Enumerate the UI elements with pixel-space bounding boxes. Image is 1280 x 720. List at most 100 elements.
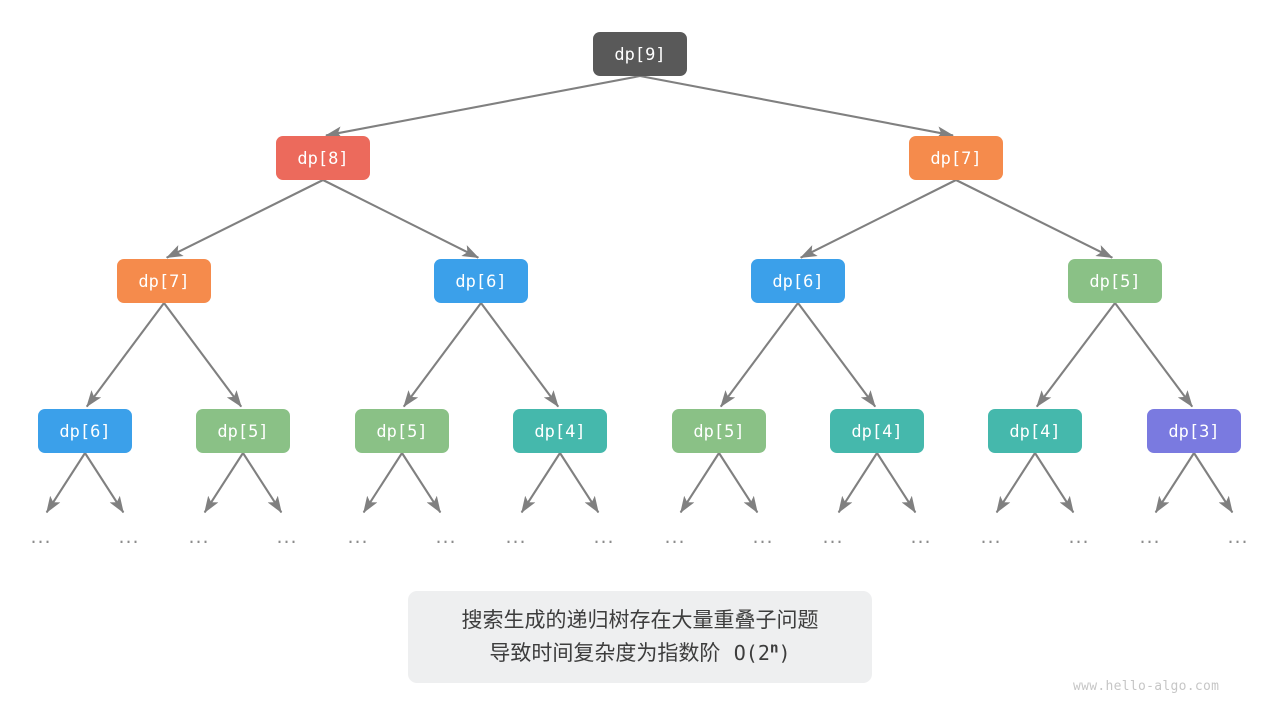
tree-edge	[85, 302, 165, 408]
node-label: dp[3]	[1168, 422, 1219, 442]
leaf-stub-edge	[84, 452, 125, 514]
node-label: dp[4]	[1009, 422, 1060, 442]
node-box	[909, 136, 1003, 180]
leaf-stub-edge	[520, 452, 561, 514]
ellipsis-marker: ...	[664, 526, 685, 548]
tree-edge	[955, 179, 1114, 259]
ellipsis-marker: ...	[1068, 526, 1089, 548]
node-box	[672, 409, 766, 453]
leaf-stub-edge	[679, 452, 720, 514]
ellipsis-marker: ...	[822, 526, 843, 548]
node-box	[830, 409, 924, 453]
complexity-notation: O(2n)	[733, 640, 791, 665]
ellipsis-marker: ...	[118, 526, 139, 548]
tree-node-dp7[interactable]: dp[7]	[117, 259, 211, 303]
node-box	[1147, 409, 1241, 453]
complexity-exponent: n	[769, 640, 779, 657]
node-label: dp[7]	[930, 149, 981, 169]
node-layer: dp[9] dp[8] dp[7] dp[7] dp[6] dp[6] dp[5] dp[6]…	[38, 32, 1241, 453]
leaf-stub-edge	[401, 452, 442, 514]
caption-box: 搜索生成的递归树存在大量重叠子问题 导致时间复杂度为指数阶 O(2n)	[408, 591, 872, 683]
node-label: dp[7]	[138, 272, 189, 292]
tree-node-dp5[interactable]: dp[5]	[355, 409, 449, 453]
caption-line-2: 导致时间复杂度为指数阶 O(2n)	[489, 637, 790, 670]
node-label: dp[4]	[851, 422, 902, 442]
leaf-stub-edge	[559, 452, 600, 514]
node-label: dp[4]	[534, 422, 585, 442]
ellipsis-marker: ...	[1227, 526, 1248, 548]
ellipsis-layer: ........................................…	[30, 526, 1248, 548]
leaf-stub-edge	[876, 452, 917, 514]
ellipsis-marker: ...	[980, 526, 1001, 548]
node-box	[513, 409, 607, 453]
leaf-stub-edge	[1034, 452, 1075, 514]
tree-edge	[402, 302, 482, 408]
tree-node-dp8[interactable]: dp[8]	[276, 136, 370, 180]
edge-layer	[85, 74, 1194, 408]
node-label: dp[5]	[217, 422, 268, 442]
node-box	[988, 409, 1082, 453]
leaf-stub-edge	[242, 452, 283, 514]
node-box	[38, 409, 132, 453]
ellipsis-marker: ...	[752, 526, 773, 548]
ellipsis-marker: ...	[30, 526, 51, 548]
node-label: dp[5]	[1089, 272, 1140, 292]
leaf-stub-edge	[45, 452, 86, 514]
tree-edge	[325, 74, 641, 139]
tree-node-dp6[interactable]: dp[6]	[434, 259, 528, 303]
tree-edge	[1035, 302, 1116, 408]
node-box	[117, 259, 211, 303]
tree-edge	[163, 302, 243, 408]
leaf-stub-edge	[362, 452, 403, 514]
ellipsis-marker: ...	[276, 526, 297, 548]
leaf-stub-edge	[203, 452, 244, 514]
complexity-suffix: )	[778, 641, 791, 665]
node-label: dp[6]	[455, 272, 506, 292]
tree-edge	[639, 74, 954, 139]
tree-edge	[322, 179, 480, 259]
tree-edge	[797, 302, 877, 408]
complexity-base: O(2	[733, 641, 770, 665]
tree-node-dp4[interactable]: dp[4]	[830, 409, 924, 453]
node-box	[276, 136, 370, 180]
caption-line-1: 搜索生成的递归树存在大量重叠子问题	[461, 608, 819, 633]
tree-node-dp4[interactable]: dp[4]	[988, 409, 1082, 453]
leaf-stub-edge	[1154, 452, 1195, 514]
ellipsis-marker: ...	[188, 526, 209, 548]
tree-edge	[165, 179, 324, 259]
leaf-stub-layer	[45, 452, 1234, 514]
tree-edge	[1114, 302, 1194, 408]
leaf-stub-edge	[995, 452, 1036, 514]
tree-node-dp9[interactable]: dp[9]	[593, 32, 687, 76]
caption-line-2-text: 导致时间复杂度为指数阶	[489, 641, 734, 665]
node-label: dp[6]	[59, 422, 110, 442]
node-box	[593, 32, 687, 76]
tree-node-dp6[interactable]: dp[6]	[38, 409, 132, 453]
node-label: dp[8]	[297, 149, 348, 169]
ellipsis-marker: ...	[1139, 526, 1160, 548]
tree-node-dp5[interactable]: dp[5]	[672, 409, 766, 453]
tree-node-dp3[interactable]: dp[3]	[1147, 409, 1241, 453]
node-box	[434, 259, 528, 303]
tree-node-dp5[interactable]: dp[5]	[1068, 259, 1162, 303]
tree-node-dp5[interactable]: dp[5]	[196, 409, 290, 453]
ellipsis-marker: ...	[347, 526, 368, 548]
node-label: dp[6]	[772, 272, 823, 292]
tree-edge	[719, 302, 799, 408]
watermark: www.hello-algo.com	[1073, 679, 1220, 694]
tree-node-dp7[interactable]: dp[7]	[909, 136, 1003, 180]
tree-node-dp4[interactable]: dp[4]	[513, 409, 607, 453]
node-label: dp[5]	[376, 422, 427, 442]
tree-edge	[480, 302, 560, 408]
node-box	[1068, 259, 1162, 303]
node-label: dp[9]	[614, 45, 665, 65]
node-box	[355, 409, 449, 453]
ellipsis-marker: ...	[435, 526, 456, 548]
node-label: dp[5]	[693, 422, 744, 442]
leaf-stub-edge	[1193, 452, 1234, 514]
tree-node-dp6[interactable]: dp[6]	[751, 259, 845, 303]
ellipsis-marker: ...	[593, 526, 614, 548]
ellipsis-marker: ...	[910, 526, 931, 548]
